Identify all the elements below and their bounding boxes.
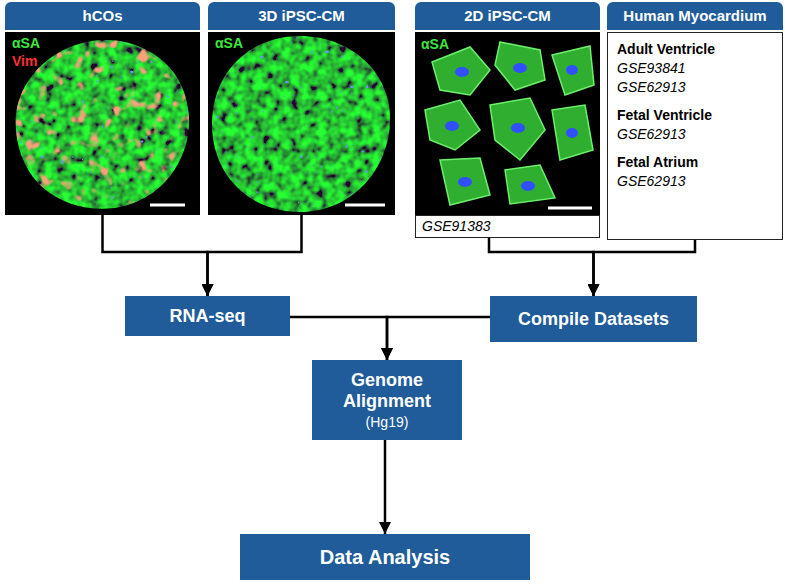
- nuclei-stain: [16, 40, 189, 209]
- process-box: Compile Datasets: [490, 296, 697, 342]
- flow-arrow: [290, 317, 387, 360]
- vimentin-stain: [16, 40, 189, 209]
- flow-arrow: [208, 215, 302, 296]
- stain-label: αSA: [421, 36, 449, 52]
- spheroid-stain: [212, 36, 390, 212]
- illustration-part: [513, 63, 527, 73]
- dataset-text: Fetal Ventricle: [617, 106, 773, 125]
- process-box: RNA-seq: [125, 296, 290, 336]
- flow-arrow: [489, 238, 594, 296]
- illustration-part: [440, 158, 490, 205]
- illustration-part: [566, 128, 578, 138]
- cell-group: [425, 42, 594, 205]
- process-box: Genome Alignment (Hg19): [312, 360, 462, 440]
- sample-panel: hCOs: [5, 2, 200, 215]
- illustration-part: [458, 177, 472, 187]
- panel-header: 3D iPSC-CM: [208, 2, 395, 30]
- dataset-text: Adult Ventricle: [617, 40, 773, 59]
- illustration-part: [552, 46, 594, 95]
- process-box: Data Analysis: [240, 534, 530, 580]
- illustration-part: [432, 47, 490, 95]
- illustration-part: [505, 165, 555, 204]
- dataset-list: Adult VentricleGSE93841GSE62913Fetal Ven…: [607, 32, 783, 240]
- illustration-part: [455, 67, 469, 77]
- illustration-part: [566, 65, 578, 75]
- dataset-text: Fetal Atrium: [617, 153, 773, 172]
- illustration-part: [425, 100, 480, 150]
- step-label: (Hg19): [366, 414, 409, 430]
- dataset-text: GSE62913: [617, 78, 773, 97]
- accession-box: GSE91383: [415, 215, 600, 238]
- scale-bar: [548, 207, 592, 210]
- scale-bar: [150, 204, 185, 207]
- step-label: Genome Alignment: [322, 370, 452, 412]
- illustration-part: [552, 105, 593, 160]
- dataset-text: GSE91383: [422, 218, 593, 234]
- step-label: Compile Datasets: [518, 309, 669, 330]
- nuclei-stain: [212, 36, 390, 212]
- illustration-part: [495, 42, 545, 90]
- panel-header: Human Myocardium: [607, 2, 783, 30]
- flow-arrow: [103, 215, 208, 296]
- stain-label: αSA: [215, 35, 243, 51]
- panel-header: 2D iPSC-CM: [415, 2, 600, 30]
- flow-arrow: [384, 440, 387, 534]
- panel-header: hCOs: [5, 2, 200, 30]
- step-label: RNA-seq: [169, 306, 245, 327]
- micrograph-ground: [208, 32, 395, 215]
- dataset-text: GSE62913: [617, 172, 773, 191]
- illustration-part: [521, 181, 535, 191]
- step-label: Data Analysis: [320, 546, 450, 569]
- dataset-text: GSE93841: [617, 59, 773, 78]
- illustration-part: [490, 98, 545, 160]
- stain-label: αSA: [12, 35, 40, 51]
- dataset-text: GSE62913: [617, 125, 773, 144]
- stain-label: Vim: [12, 53, 37, 69]
- micrograph-ground: [415, 32, 600, 215]
- nuclei-group: [445, 63, 578, 191]
- sample-panel: Human MyocardiumAdult VentricleGSE93841G…: [607, 2, 783, 240]
- micrograph-ground: [5, 32, 200, 215]
- organoid-stain: [16, 40, 189, 209]
- illustration-part: [511, 123, 525, 133]
- flow-arrow: [387, 317, 490, 360]
- scale-bar: [345, 204, 385, 207]
- illustration-part: [445, 121, 459, 131]
- flow-arrow: [594, 240, 696, 296]
- sample-panel: 3D iPSC-CM: [208, 2, 395, 215]
